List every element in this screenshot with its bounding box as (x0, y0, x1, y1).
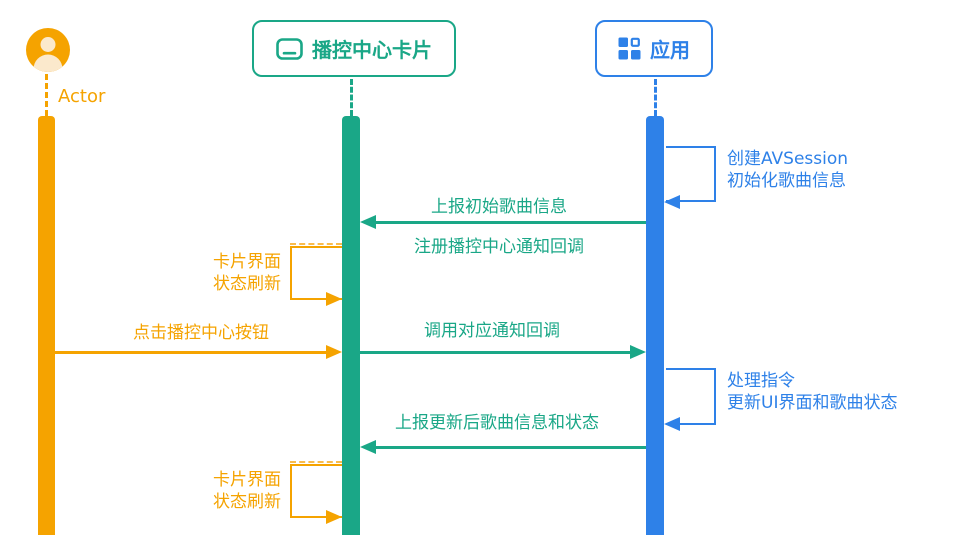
message-report-updated-song-line (370, 446, 646, 449)
self-message-create-avsession-loop (666, 146, 716, 202)
participant-card-label: 播控中心卡片 (312, 38, 432, 62)
actor-lifeline-dash (45, 74, 48, 116)
message-report-initial-song-line (370, 221, 646, 224)
arrowhead (326, 291, 342, 306)
arrowhead (630, 344, 646, 359)
message-invoke-callback-line (360, 351, 632, 354)
participant-app-label: 应用 (650, 38, 690, 62)
app-grid-icon (618, 37, 641, 60)
self-message-card-refresh-2-label: 卡片界面 状态刷新 (213, 470, 281, 512)
loop-dash-line (290, 461, 342, 463)
lifeline-card (342, 116, 360, 535)
message-invoke-callback-label: 调用对应通知回调 (424, 321, 560, 341)
actor-label: Actor (58, 86, 106, 107)
self-message-card-refresh-2-loop (290, 464, 342, 518)
message-report-updated-song-label: 上报更新后歌曲信息和状态 (395, 413, 599, 433)
self-message-create-avsession-label: 创建AVSession 初始化歌曲信息 (727, 149, 849, 191)
self-message-handle-command-loop (666, 368, 716, 425)
self-message-card-refresh-1-loop (290, 246, 342, 300)
person-icon (26, 28, 70, 72)
lifeline-actor (38, 116, 55, 535)
arrowhead (664, 417, 680, 431)
card-icon (276, 37, 303, 60)
self-message-card-refresh-1-label: 卡片界面 状态刷新 (213, 252, 281, 294)
self-message-handle-command-label: 处理指令 更新UI界面和歌曲状态 (727, 371, 898, 413)
arrowhead (326, 344, 342, 359)
lifeline-app (646, 116, 664, 535)
arrowhead (664, 194, 680, 209)
arrowhead (360, 439, 376, 454)
message-click-button-line (55, 351, 328, 354)
arrowhead (326, 509, 342, 524)
message-click-button-label: 点击播控中心按钮 (133, 323, 269, 343)
card-lifeline-dash (350, 79, 353, 116)
message-register-callback-label: 注册播控中心通知回调 (414, 237, 584, 257)
app-lifeline-dash (654, 79, 657, 116)
arrowhead (360, 214, 376, 229)
participant-app-box: 应用 (595, 20, 713, 77)
loop-dash-line (290, 243, 342, 245)
participant-card-box: 播控中心卡片 (252, 20, 456, 77)
message-report-initial-song-label: 上报初始歌曲信息 (431, 197, 567, 217)
